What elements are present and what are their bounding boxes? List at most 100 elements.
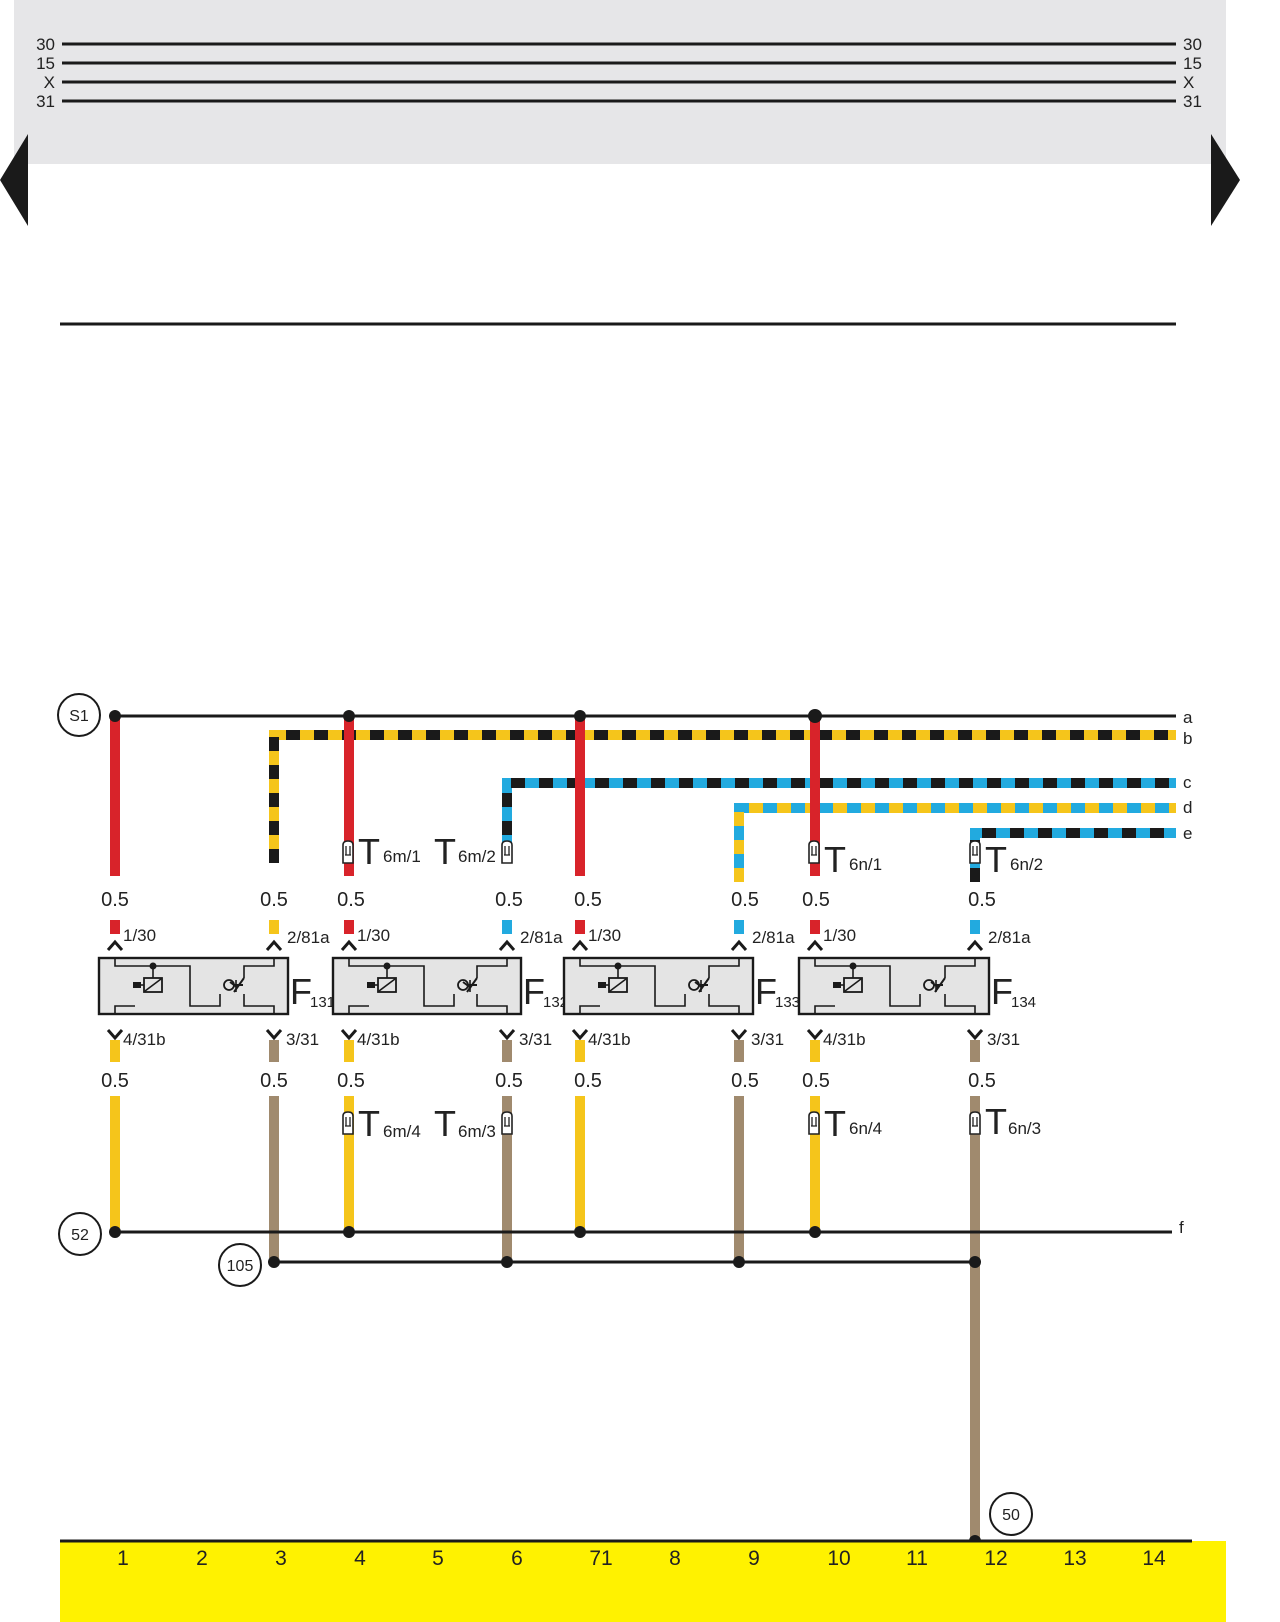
node-s1: S1 bbox=[57, 693, 101, 737]
connector-t6m3-sub: 6m/3 bbox=[458, 1122, 496, 1141]
bus-label-15-right: 15 bbox=[1183, 54, 1202, 73]
gauge-label: 0.5 bbox=[260, 1070, 288, 1092]
fuse-number: 131 bbox=[310, 994, 335, 1011]
node-s1-label: S1 bbox=[69, 708, 89, 725]
fuse-letter: F bbox=[755, 971, 777, 1012]
lower-wires bbox=[110, 1040, 980, 1540]
fuse-letter: F bbox=[991, 971, 1013, 1012]
connector-t6m1-letter: T bbox=[358, 831, 380, 872]
gauge-label: 0.5 bbox=[968, 1070, 996, 1092]
pin-label-in-right: 2/81a bbox=[287, 928, 330, 947]
bus-labels-right: 30 15 X 31 bbox=[1183, 35, 1202, 111]
wire-c bbox=[502, 778, 1176, 863]
connector-t6m2: T 6m/2 bbox=[434, 831, 513, 872]
column-number-1: 1 bbox=[117, 1547, 129, 1570]
connector-t6n4-letter: T bbox=[824, 1103, 846, 1144]
gauge-label: 0.5 bbox=[101, 1070, 129, 1092]
connector-t6n3-letter: T bbox=[985, 1101, 1007, 1142]
connector-t6m3: T 6m/3 bbox=[434, 1103, 513, 1144]
gauge-label: 0.5 bbox=[731, 1070, 759, 1092]
bus-label-30-right: 30 bbox=[1183, 35, 1202, 54]
upper-wires bbox=[110, 716, 980, 934]
connector-t6n3-sub: 6n/3 bbox=[1008, 1119, 1041, 1138]
pin-label-in-left: 1/30 bbox=[357, 926, 390, 945]
bus-lines bbox=[62, 42, 1176, 103]
column-number-10: 10 bbox=[827, 1547, 850, 1570]
gauge-label: 0.5 bbox=[495, 1070, 523, 1092]
wire-label-c: c bbox=[1183, 773, 1192, 792]
gauge-label: 0.5 bbox=[337, 889, 365, 911]
gauge-labels-upper: 0.5 0.5 0.5 0.5 0.5 0.5 0.5 0.5 bbox=[101, 889, 996, 911]
gauge-label: 0.5 bbox=[337, 1070, 365, 1092]
column-number-11: 11 bbox=[906, 1547, 928, 1570]
pin-label-in-left: 1/30 bbox=[588, 926, 621, 945]
pin-label-out-left: 4/31b bbox=[123, 1030, 166, 1049]
node-52-label: 52 bbox=[71, 1227, 89, 1244]
gauge-label: 0.5 bbox=[260, 889, 288, 911]
bus-label-31-right: 31 bbox=[1183, 92, 1202, 111]
connector-t6m3-letter: T bbox=[434, 1103, 456, 1144]
wire-label-e: e bbox=[1183, 824, 1192, 843]
column-number-8: 8 bbox=[669, 1547, 681, 1570]
pin-label-out-right: 3/31 bbox=[987, 1030, 1020, 1049]
gauge-label: 0.5 bbox=[101, 889, 129, 911]
node-105-label: 105 bbox=[227, 1258, 254, 1275]
pin-label-in-right: 2/81a bbox=[520, 928, 563, 947]
pin-label-out-left: 4/31b bbox=[823, 1030, 866, 1049]
fuse-letter: F bbox=[523, 971, 545, 1012]
bus-labels-left: 30 15 X 31 bbox=[36, 35, 55, 111]
column-number-13: 13 bbox=[1063, 1547, 1086, 1570]
column-number-71: 71 bbox=[589, 1547, 612, 1570]
connector-t6m2-sub: 6m/2 bbox=[458, 847, 496, 866]
column-number-9: 9 bbox=[748, 1547, 760, 1570]
column-number-4: 4 bbox=[354, 1547, 366, 1570]
connector-t6n3: T 6n/3 bbox=[969, 1101, 1041, 1142]
pin-label-in-left: 1/30 bbox=[123, 926, 156, 945]
connector-t6n1-sub: 6n/1 bbox=[849, 855, 882, 874]
wire-label-a: a bbox=[1183, 708, 1193, 727]
column-number-12: 12 bbox=[984, 1547, 1007, 1570]
connector-t6m1-sub: 6m/1 bbox=[383, 847, 421, 866]
pin-label-in-left: 1/30 bbox=[823, 926, 856, 945]
pin-label-out-right: 3/31 bbox=[519, 1030, 552, 1049]
junction-dots-top bbox=[109, 709, 822, 723]
node-52: 52 bbox=[58, 1212, 102, 1256]
connector-t6n4: T 6n/4 bbox=[808, 1103, 882, 1144]
column-number-14: 14 bbox=[1142, 1547, 1166, 1570]
gauge-label: 0.5 bbox=[802, 889, 830, 911]
column-number-3: 3 bbox=[275, 1547, 287, 1570]
page-left-arrow-icon[interactable] bbox=[0, 134, 28, 226]
pin-label-in-right: 2/81a bbox=[988, 928, 1031, 947]
gauge-label: 0.5 bbox=[574, 1070, 602, 1092]
node-50-label: 50 bbox=[1002, 1507, 1020, 1524]
node-105: 105 bbox=[218, 1243, 262, 1287]
connector-t6n2: T 6n/2 bbox=[969, 839, 1043, 880]
connector-t6m4-sub: 6m/4 bbox=[383, 1122, 421, 1141]
page-right-arrow-icon[interactable] bbox=[1211, 134, 1240, 226]
wire-d bbox=[734, 803, 1176, 882]
gauge-label: 0.5 bbox=[802, 1070, 830, 1092]
pin-label-out-right: 3/31 bbox=[751, 1030, 784, 1049]
bus-label-30-left: 30 bbox=[36, 35, 55, 54]
connector-t6m4-letter: T bbox=[358, 1103, 380, 1144]
wire-label-b: b bbox=[1183, 729, 1192, 748]
pin-label-out-right: 3/31 bbox=[286, 1030, 319, 1049]
fuse-number: 133 bbox=[775, 994, 800, 1011]
connector-t6m1: T 6m/1 bbox=[342, 831, 421, 872]
connector-t6n2-letter: T bbox=[985, 839, 1007, 880]
fuse-number: 132 bbox=[543, 994, 568, 1011]
connector-t6n1-letter: T bbox=[824, 839, 846, 880]
connector-t6m2-letter: T bbox=[434, 831, 456, 872]
fuse-relays: 1/30 2/81a 4/31b 3/31 F 131 1/30 2/81a 4/31b 3/31… bbox=[97, 926, 1036, 1049]
pin-label-out-left: 4/31b bbox=[357, 1030, 400, 1049]
gauge-label: 0.5 bbox=[731, 889, 759, 911]
pin-label-out-left: 4/31b bbox=[588, 1030, 631, 1049]
wire-label-f: f bbox=[1179, 1218, 1184, 1237]
gauge-label: 0.5 bbox=[574, 889, 602, 911]
wire-e bbox=[970, 828, 1176, 882]
